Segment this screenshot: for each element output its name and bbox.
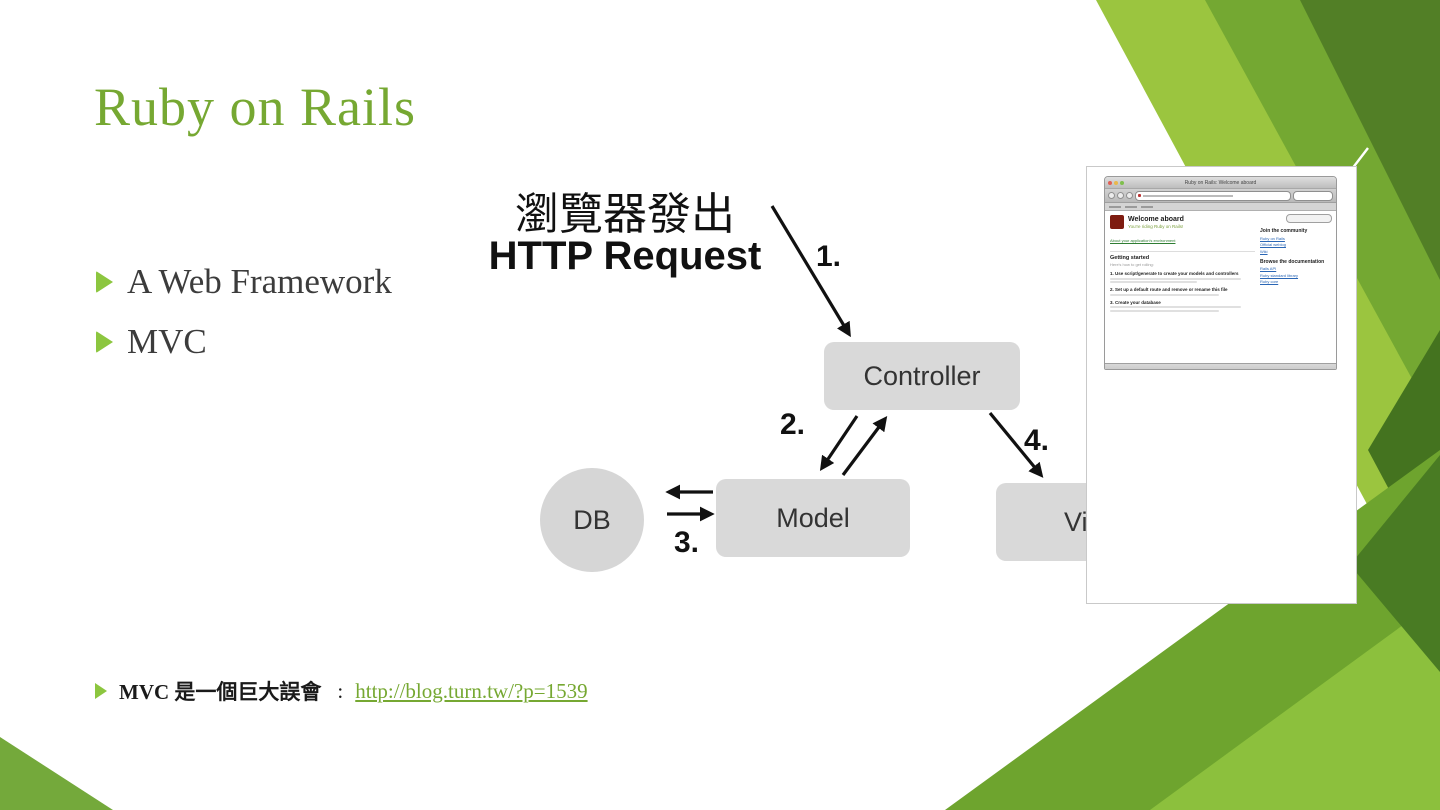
node-db: DB [540,468,644,572]
text-line-bar [1110,293,1219,296]
back-button-icon [1108,192,1115,199]
rails-welcome-screenshot-panel: Ruby on Rails: Welcome aboard [1086,166,1357,604]
bullet-item-web-framework: A Web Framework [96,262,392,302]
diagram-heading-cjk: 瀏覽器發出 [515,190,735,239]
bookmark-item-placeholder [1109,205,1121,208]
text-line-bar [1110,309,1219,312]
step-label-1: 1. [816,240,842,273]
welcome-sidebar: Join the community Ruby on Rails Officia… [1258,211,1336,363]
browser-page-content: Welcome aboard You're riding Ruby on Rai… [1105,211,1336,363]
bullet-label: A Web Framework [127,262,392,301]
browse-docs-heading: Browse the documentation [1260,258,1325,265]
rails-logo-icon [1110,215,1124,229]
sidebar-link: Official weblog [1260,242,1286,247]
favicon-icon [1138,194,1141,197]
reload-button-icon [1126,192,1133,199]
sidebar-link: Ruby on Rails [1260,235,1285,241]
facet-shape [1300,0,1440,280]
join-community-heading: Join the community [1260,228,1308,234]
browser-statusbar [1105,363,1336,369]
address-bar [1135,190,1291,201]
footnote-link[interactable]: http://blog.turn.tw/?p=1539 [355,678,588,703]
welcome-main-column: Welcome aboard You're riding Ruby on Rai… [1105,211,1258,363]
page-title: Ruby on Rails [94,77,417,137]
search-box [1286,214,1332,223]
step-title: 1. Use script/generate to create your mo… [1110,271,1239,276]
footnote-colon: : [337,678,344,703]
step-label-3: 3. [674,526,700,559]
divider [1110,251,1255,252]
footnote: MVC 是一個巨大誤會 : http://blog.turn.tw/?p=153… [95,676,588,706]
facet-shape [1350,455,1440,672]
node-controller: Controller [824,342,1020,410]
step-label-4: 4. [1024,424,1050,457]
close-window-icon [1108,180,1112,185]
sidebar-link: Ruby standard library [1260,272,1299,278]
getting-started-heading: Getting started [1110,255,1150,261]
bookmark-item-placeholder [1125,205,1137,208]
browser-toolbar [1105,189,1336,203]
zoom-window-icon [1120,180,1124,185]
browser-window-title: Ruby on Rails: Welcome aboard [1184,179,1257,186]
getting-started-sub: Here's how to get rolling: [1110,262,1154,267]
welcome-tagline: You're riding Ruby on Rails! [1128,224,1184,229]
diagram-heading-http-request: HTTP Request [488,234,762,278]
bullet-item-mvc: MVC [96,322,207,362]
sidebar-link: Ruby core [1260,279,1279,284]
environment-link: About your application's environment [1110,238,1176,243]
minimize-window-icon [1114,180,1118,185]
text-line-bar [1110,281,1197,283]
bullet-triangle-icon [96,271,113,293]
address-text-placeholder [1143,194,1233,197]
sidebar-link: Wiki [1260,248,1268,254]
bullet-label: MVC [127,322,207,361]
browser-titlebar: Ruby on Rails: Welcome aboard [1105,177,1336,189]
bullet-triangle-icon [96,331,113,353]
step-label-2: 2. [780,408,806,441]
corner-facet-shape [0,737,113,810]
bookmarks-bar [1105,203,1336,211]
facet-shape [1150,598,1440,810]
sidebar-link: Rails API [1260,266,1277,271]
text-line-bar [1110,277,1241,280]
welcome-heading: Welcome aboard [1128,216,1184,223]
step-title: 2. Set up a default route and remove or … [1110,287,1228,292]
footnote-text: MVC 是一個巨大誤會 [119,680,322,704]
step-title: 3. Create your database [1110,299,1161,305]
footnote-triangle-icon [95,683,107,699]
forward-button-icon [1117,192,1124,199]
browser-window: Ruby on Rails: Welcome aboard [1104,176,1337,370]
bookmark-item-placeholder [1141,205,1153,208]
text-line-bar [1110,306,1241,308]
search-field [1293,190,1333,201]
node-model: Model [716,479,910,557]
